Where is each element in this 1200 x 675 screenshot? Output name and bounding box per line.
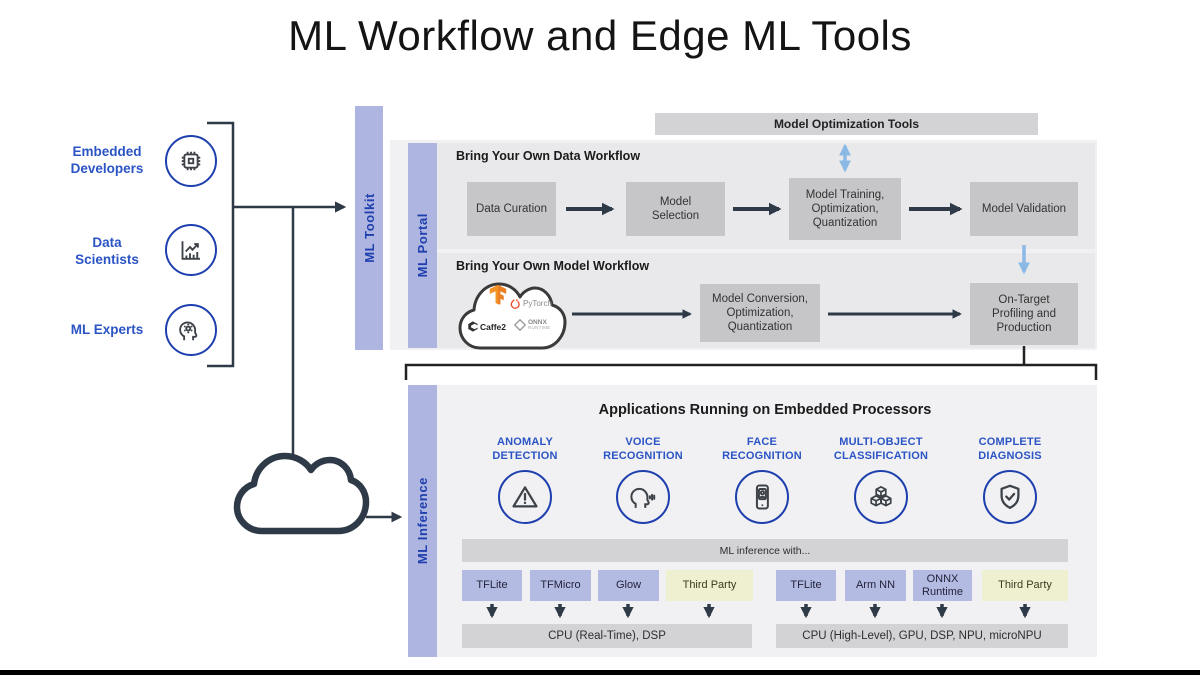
phone-face-icon <box>755 484 769 510</box>
app-circle-multi-object-classification <box>854 470 908 524</box>
app-label-multi-object-classification: MULTI-OBJECT CLASSIFICATION <box>833 436 929 463</box>
shield-check-icon <box>1000 484 1020 509</box>
bottom-edge <box>0 670 1200 675</box>
head-gear-icon <box>179 321 198 341</box>
warning-triangle-icon <box>512 486 538 508</box>
model-optimization-tools-banner: Model Optimization Tools <box>655 113 1038 135</box>
ml-inference-label: ML Inference <box>415 477 430 565</box>
runtime-chip-third-party-left: Third Party <box>666 570 753 601</box>
tensorflow-icon <box>489 284 507 305</box>
step-on-target-profiling: On-Target Profiling and Production <box>970 283 1078 345</box>
pytorch-icon <box>510 299 520 309</box>
app-label-anomaly-detection: ANOMALY DETECTION <box>492 436 558 463</box>
pytorch-logo: PyTorch <box>510 297 552 309</box>
ml-inference-bar: ML Inference <box>408 385 437 657</box>
ml-portal-bar: ML Portal <box>408 143 437 348</box>
app-circle-voice-recognition <box>616 470 670 524</box>
actor-label-data-scientists: Data Scientists <box>75 235 139 268</box>
chip-icon <box>181 151 201 171</box>
runtime-chip-tfmicro: TFMicro <box>530 570 591 601</box>
pytorch-label: PyTorch <box>523 298 552 308</box>
tensorflow-logo <box>488 284 508 307</box>
app-circle-anomaly-detection <box>498 470 552 524</box>
data-workflow-heading: Bring Your Own Data Workflow <box>456 149 641 163</box>
runtime-chip-onnx-runtime: ONNX Runtime <box>913 570 972 601</box>
step-model-selection: Model Selection <box>626 182 725 236</box>
caffe2-label: Caffe2 <box>480 321 506 332</box>
app-label-voice-recognition: VOICE RECOGNITION <box>603 436 683 463</box>
target-cpu-realtime-dsp: CPU (Real-Time), DSP <box>462 624 752 648</box>
onnx-runtime-label: RUNTIME <box>528 325 551 330</box>
runtime-chip-tflite-mcu: TFLite <box>462 570 522 601</box>
caffe2-logo: Caffe2 <box>467 321 506 332</box>
actor-label-ml-experts: ML Experts <box>70 322 144 337</box>
model-workflow-heading: Bring Your Own Model Workflow <box>456 259 650 273</box>
app-circle-face-recognition <box>735 470 789 524</box>
target-cpu-highlevel: CPU (High-Level), GPU, DSP, NPU, microNP… <box>776 624 1068 648</box>
app-label-complete-diagnosis: COMPLETE DIAGNOSIS <box>978 436 1042 463</box>
ml-toolkit-bar: ML Toolkit <box>355 106 383 350</box>
step-model-training: Model Training, Optimization, Quantizati… <box>789 178 901 240</box>
actor-circle-data-scientists <box>165 224 217 276</box>
runtime-chip-glow: Glow <box>598 570 659 601</box>
caffe2-icon <box>468 321 478 332</box>
ml-toolkit-label: ML Toolkit <box>361 193 377 263</box>
step-model-validation: Model Validation <box>970 182 1078 236</box>
step-data-curation: Data Curation <box>467 182 556 236</box>
runtime-chip-third-party-right: Third Party <box>982 570 1068 601</box>
onnx-icon <box>514 319 526 331</box>
step-model-conversion: Model Conversion, Optimization, Quantiza… <box>700 284 820 342</box>
ml-inference-with-bar: ML inference with... <box>462 539 1068 562</box>
runtime-chip-tflite-app: TFLite <box>776 570 836 601</box>
cloud-icon <box>233 452 370 535</box>
app-circle-complete-diagnosis <box>983 470 1037 524</box>
ontarget-to-inference-bracket <box>404 346 1098 380</box>
app-label-face-recognition: FACE RECOGNITION <box>722 436 802 463</box>
actor-label-embedded-developers: Embedded Developers <box>70 144 144 177</box>
voice-waves-icon <box>630 487 656 508</box>
actor-circle-ml-experts <box>165 304 217 356</box>
onnx-label: ONNX <box>528 318 547 326</box>
cubes-icon <box>870 486 892 507</box>
actor-circle-embedded-developers <box>165 135 217 187</box>
chart-icon <box>181 241 200 260</box>
runtime-chip-arm-nn: Arm NN <box>845 570 906 601</box>
ml-portal-label: ML Portal <box>415 213 430 278</box>
applications-heading: Applications Running on Embedded Process… <box>598 402 932 418</box>
page-title: ML Workflow and Edge ML Tools <box>288 12 912 59</box>
